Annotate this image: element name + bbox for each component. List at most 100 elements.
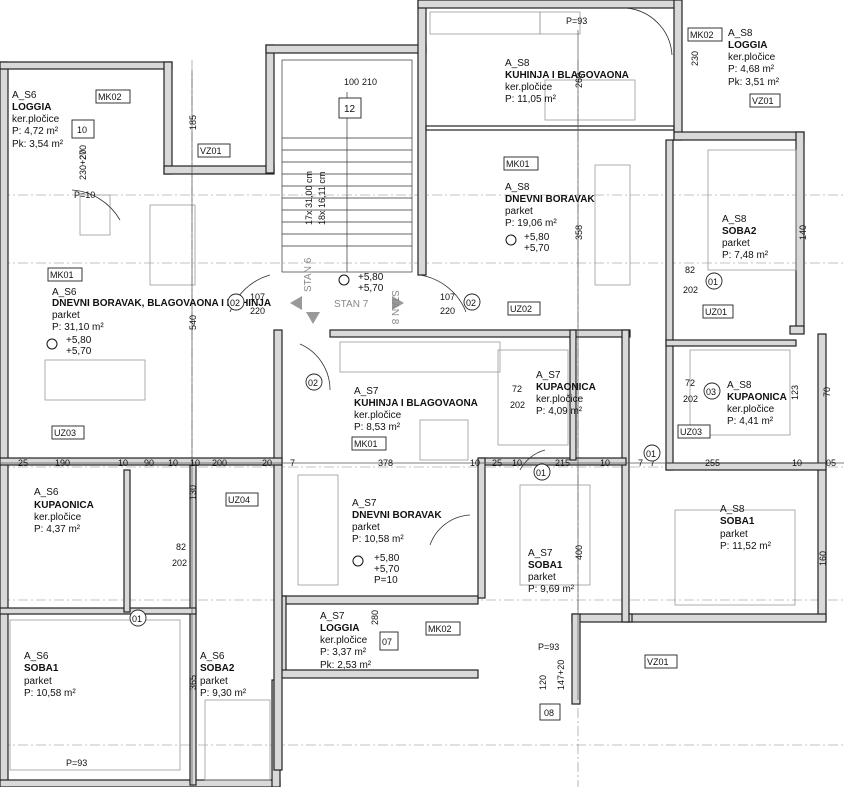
stair-dim-210: 210 [362,77,377,87]
room-s8-room2: A_S8 SOBA2 parket P: 7,48 m² [722,214,769,261]
room-area: P: 11,05 m² [505,94,557,105]
tag-vz01-s8: VZ01 [752,96,774,106]
tag-uz04: UZ04 [228,495,250,505]
dim-label-vertical: 230+20 [78,150,88,180]
svg-text:202: 202 [172,558,187,568]
dim-label: 25 [492,458,502,468]
walls [0,0,827,787]
level-b: +5,70 [66,346,92,357]
room-code: A_S7 [352,498,377,509]
room-pk: Pk: 2,53 m² [320,660,372,671]
room-name: KUHINJA I BLAGOVAONA [505,70,629,81]
room-s6-room1: A_S6 SOBA1 parket P: 10,58 m² [24,651,76,699]
level-a: +5,80 [374,553,400,564]
p10: P=10 [374,575,398,586]
dim-label: 190 [55,458,70,468]
stair-run-1: 17x 31,00 cm [304,171,314,225]
level-a-stair: +5,80 [358,272,384,283]
room-code: A_S8 [505,58,530,69]
room-area: P: 9,69 m² [528,584,575,595]
room-area: P: 10,58 m² [24,688,76,699]
tag-mk02-s7: MK02 [428,624,452,634]
room-code: A_S8 [728,28,753,39]
tag-mk01: MK01 [50,270,74,280]
room-s6-room2: A_S6 SOBA2 parket P: 9,30 m² [200,651,247,699]
room-area: P: 19,06 m² [505,218,557,229]
room-finish: parket [528,572,556,583]
dim-label-vertical: 230 [690,51,700,66]
room-pk: Pk: 3,54 m² [12,139,64,150]
svg-text:82: 82 [685,265,695,275]
dim-label-vertical: 365 [188,675,198,690]
dim-label-vertical: 160 [818,551,828,566]
room-code: A_S6 [52,287,77,298]
svg-text:02: 02 [308,378,318,388]
room-area: P: 3,37 m² [320,647,367,658]
svg-text:10: 10 [77,125,87,135]
room-area: P: 8,53 m² [354,422,401,433]
level-marker-icon [338,274,350,286]
dim-label: 215 [555,458,570,468]
tag-uz03: UZ03 [54,428,76,438]
dim-label-vertical: 140 [798,225,808,240]
room-s8-loggia: A_S8 LOGGIA ker.pločice P: 4,68 m² Pk: 3… [728,28,780,88]
dim-label-vertical: 120 [538,675,548,690]
room-code: A_S6 [200,651,225,662]
room-name: SOBA1 [720,516,755,527]
room-s7-bath: A_S7 KUPAONICA ker.pločice P: 4,09 m² [536,370,596,417]
stair-number: 12 [344,104,356,115]
room-finish: parket [52,310,80,321]
dim-label: 10 [168,458,178,468]
tag-mk01-s8: MK01 [506,159,530,169]
room-area: P: 31,10 m² [52,322,104,333]
room-name: SOBA2 [722,226,757,237]
tag-vz01-s8b: VZ01 [647,657,669,667]
room-s7-room1: A_S7 SOBA1 parket P: 9,69 m² [528,548,575,595]
level-a: +5,80 [524,232,550,243]
room-finish: ker.pločice [354,410,402,421]
room-name: LOGGIA [12,102,51,113]
room-finish: ker.pločice [728,52,776,63]
svg-text:107: 107 [440,292,455,302]
tag-uz03-s8: UZ03 [680,427,702,437]
room-finish: parket [24,676,52,687]
level-b-stair: +5,70 [358,283,384,294]
dim-label-vertical: 123 [790,385,800,400]
stair-run-2: 18x 16,11 cm [317,172,327,225]
tag-mk01-s7: MK01 [354,439,378,449]
stan-7-label: STAN 7 [334,299,369,310]
tag-uz02: UZ02 [510,304,532,314]
svg-text:72: 72 [512,384,522,394]
room-area: P: 4,72 m² [12,126,59,137]
parapet-label: P=93 [566,16,587,26]
room-name: SOBA1 [24,663,59,674]
dim-label-vertical: 130 [188,485,198,500]
room-name: KUPAONICA [536,382,596,393]
room-name: DNEVNI BORAVAK, BLAGOVAONA I KUHINJA [52,298,271,309]
room-pk: Pk: 3,51 m² [728,77,780,88]
room-s6-living: A_S6 DNEVNI BORAVAK, BLAGOVAONA I KUHINJ… [46,287,271,357]
room-code: A_S7 [528,548,553,559]
dim-label-vertical: 147+20 [556,660,566,690]
dim-label-vertical: 358 [574,225,584,240]
element-tags: MK02 MK01 MK01 MK01 MK02 MK02 VZ01 VZ01 … [47,27,781,669]
dim-label: 10 [792,458,802,468]
level-a: +5,80 [66,335,92,346]
dim-label: 10 [512,458,522,468]
dim-label: 25 [18,458,28,468]
room-code: A_S8 [720,504,745,515]
stair-dim-100: 100 [344,77,359,87]
dim-label: 90 [144,458,154,468]
room-area: P: 11,52 m² [720,541,772,552]
stair-core: 12 100 210 17x 31,00 cm 18x 16,11 cm STA… [281,59,413,325]
parapet-label: P=93 [538,642,559,652]
dim-label: 10 [190,458,200,468]
room-finish: ker.pločice [727,404,775,415]
svg-text:01: 01 [708,277,718,287]
dim-label: 10 [600,458,610,468]
room-s8-kitchen: A_S8 KUHINJA I BLAGOVAONA ker.pločice P:… [505,58,629,105]
dim-label: 378 [378,458,393,468]
room-finish: ker.pločice [505,82,553,93]
room-name: DNEVNI BORAVAK [352,510,442,521]
